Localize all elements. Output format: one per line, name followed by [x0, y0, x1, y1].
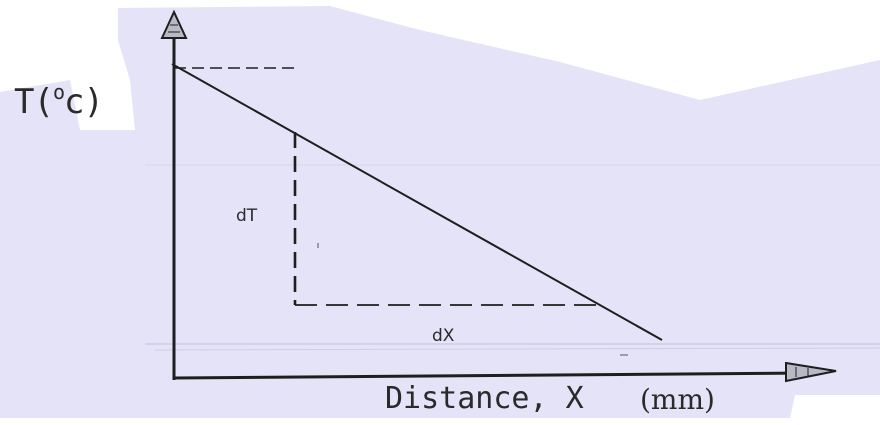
x-axis-label: Distance, X: [385, 381, 584, 416]
temperature-profile-line: [171, 63, 663, 341]
scan-streak: [154, 347, 880, 351]
run-label: dX: [432, 326, 455, 346]
paper-shade: [0, 6, 880, 418]
rise-label: dT: [236, 206, 258, 226]
degree-symbol: o: [52, 80, 65, 104]
x-axis-arrowhead: [785, 361, 837, 383]
y-axis-label: T(oc): [14, 80, 104, 122]
x-axis-unit: (mm): [640, 383, 715, 416]
x-axis-line: [173, 371, 809, 380]
